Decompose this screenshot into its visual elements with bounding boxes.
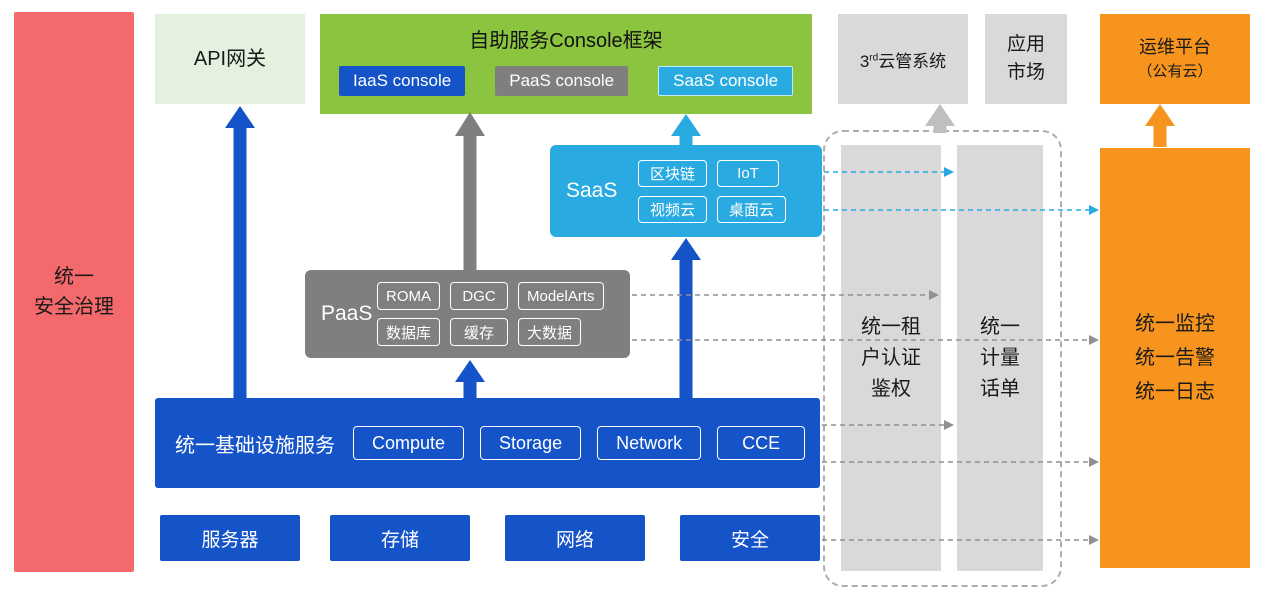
arrow-paas-to-console [455,112,485,270]
api-gateway-box: API网关 [155,14,305,104]
label-line: 市场 [1006,62,1045,83]
infrastructure-chip-row: Compute Storage Network CCE [353,426,806,460]
security-governance-label: 统一 安全治理 [34,262,114,322]
console-button-row: IaaS console PaaS console SaaS console [338,66,794,96]
storage-box: 存储 [330,515,470,561]
saas-chip-row: 区块链 IoT [638,159,786,187]
arrow-infra-to-saas [671,238,701,398]
label-line: 统一日志 [1135,381,1215,403]
third-party-cms-box: 3rd云管系统 [838,14,968,104]
infra-chip-storage: Storage [480,426,582,460]
server-box: 服务器 [160,515,300,561]
saas-chip-grid: 区块链 IoT 视频云 桌面云 [638,145,787,237]
arrow-infra-to-api-gateway [225,106,255,398]
label-line: 统一 [980,315,1020,338]
om-platform-label: 运维平台 （公有云） [1137,34,1212,84]
arrow-monitor-to-om [1145,104,1175,147]
metering-bar: 统一 计量 话单 [957,145,1043,571]
label-line: 计量 [980,346,1020,369]
saas-box: SaaS 区块链 IoT 视频云 桌面云 [550,145,822,237]
third-party-num: 3 [859,51,870,71]
label-line: 统一租 [861,315,921,338]
label-line: 统一告警 [1135,347,1215,369]
app-market-label: 应用 市场 [1007,31,1045,88]
third-party-text: 云管系统 [878,51,947,71]
saas-label: SaaS [566,179,618,202]
paas-label: PaaS [321,302,373,325]
infrastructure-label: 统一基础设施服务 [175,434,335,457]
label-line: 户认证 [861,346,921,369]
security-governance-bar: 统一 安全治理 [14,12,134,572]
paas-chip-database: 数据库 [377,318,441,346]
label-line: （公有云） [1137,63,1213,81]
saas-chip-video-cloud: 视频云 [638,195,708,223]
console-framework-title: 自助服务Console框架 [469,30,663,52]
paas-chip-row: 数据库 缓存 大数据 [377,318,604,346]
infra-chip-cce: CCE [717,426,806,460]
label-line: 鉴权 [871,377,911,400]
tenant-auth-bar: 统一租 户认证 鉴权 [841,145,941,571]
om-platform-box: 运维平台 （公有云） [1100,14,1250,104]
third-party-cms-label: 3rd云管系统 [860,47,946,72]
label-line: 话单 [980,377,1020,400]
paas-chip-modelarts: ModelArts [518,282,604,310]
label-line: 应用 [1006,33,1045,55]
paas-chip-row: ROMA DGC ModelArts [377,282,604,310]
paas-chip-roma: ROMA [377,282,440,310]
label-line: 统一监控 [1135,313,1215,335]
iaas-console-button: IaaS console [338,66,466,96]
arrow-infra-to-paas [455,360,485,398]
console-framework-box: 自助服务Console框架 IaaS console PaaS console … [320,14,812,114]
paas-chip-bigdata: 大数据 [518,318,582,346]
arrow-shared-to-thirdparty [925,104,955,133]
network-box: 网络 [505,515,645,561]
label-line: 运维平台 [1138,37,1211,58]
infra-chip-compute: Compute [353,426,465,460]
saas-console-button: SaaS console [658,66,794,96]
app-market-box: 应用 市场 [985,14,1067,104]
tenant-auth-label: 统一租 户认证 鉴权 [861,312,921,405]
saas-chip-blockchain: 区块链 [638,159,708,187]
saas-chip-iot: IoT [717,159,780,187]
paas-console-button: PaaS console [495,66,629,96]
saas-chip-row: 视频云 桌面云 [638,195,787,223]
api-gateway-label: API网关 [193,48,267,70]
monitoring-box: 统一监控 统一告警 统一日志 [1100,148,1250,568]
paas-chip-dgc: DGC [450,282,508,310]
paas-chip-cache: 缓存 [450,318,509,346]
third-party-sup: rd [869,51,879,63]
paas-box: PaaS ROMA DGC ModelArts 数据库 缓存 大数据 [305,270,630,358]
label-line: 统一 [54,266,94,288]
arrow-saas-to-console [671,114,701,145]
saas-chip-desktop-cloud: 桌面云 [717,195,787,223]
infrastructure-box: 统一基础设施服务 Compute Storage Network CCE [155,398,820,488]
monitoring-label: 统一监控 统一告警 统一日志 [1135,307,1215,409]
security-box: 安全 [680,515,820,561]
paas-chip-grid: ROMA DGC ModelArts 数据库 缓存 大数据 [377,270,604,358]
infra-chip-network: Network [597,426,702,460]
metering-label: 统一 计量 话单 [980,312,1020,405]
label-line: 安全治理 [34,296,114,318]
